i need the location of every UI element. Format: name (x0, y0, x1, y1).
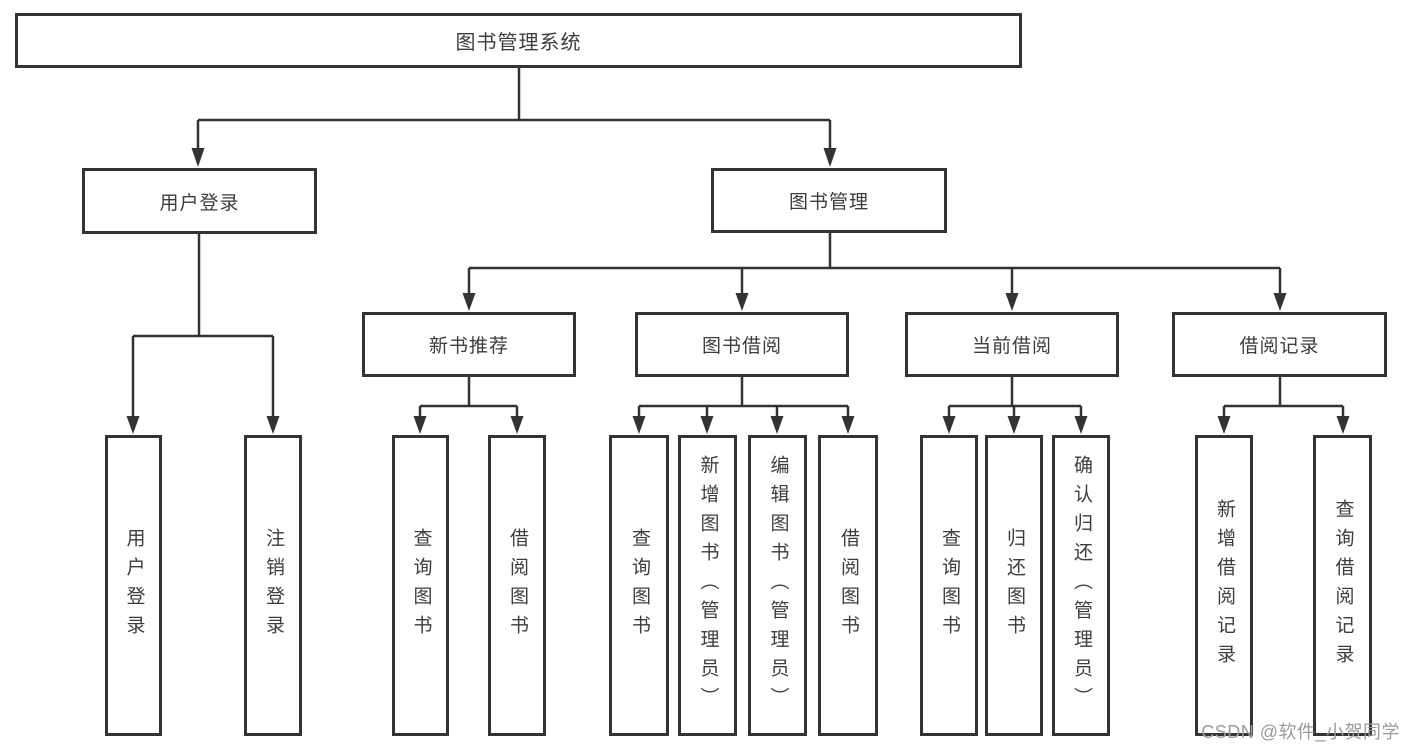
node-borrowing-records: 借阅记录 (1172, 312, 1387, 377)
watermark: CSDN @软件_小贺同学 (1201, 722, 1400, 742)
connector-borrowing-records (1222, 377, 1345, 419)
node-library-management-system: 图书管理系统 (15, 13, 1022, 68)
node-book-management: 图书管理 (711, 168, 947, 233)
leaf-borrow-books-recommend: 借阅图书 (488, 435, 546, 736)
leaf-add-book-admin: 新增图书（管理员） (678, 435, 737, 736)
connector-new-book-recommendation (418, 377, 519, 419)
connector-user-login (131, 234, 275, 418)
node-user-login: 用户登录 (82, 168, 317, 234)
connector-book-borrowing (637, 377, 850, 419)
leaf-confirm-return-admin: 确认归还（管理员） (1052, 435, 1110, 736)
leaf-add-borrow-record: 新增借阅记录 (1195, 435, 1253, 736)
leaf-query-books-borrowing: 查询图书 (609, 435, 669, 736)
node-new-book-recommendation: 新书推荐 (362, 312, 576, 377)
leaf-logout: 注销登录 (244, 435, 302, 736)
connector-book-management (467, 233, 1282, 296)
leaf-return-books: 归还图书 (985, 435, 1043, 736)
leaf-query-books-recommend: 查询图书 (392, 435, 449, 736)
leaf-user-login: 用户登录 (105, 435, 162, 736)
leaf-edit-book-admin: 编辑图书（管理员） (748, 435, 807, 736)
node-current-borrowing: 当前借阅 (905, 312, 1119, 377)
connector-current-borrowing (947, 377, 1083, 419)
leaf-query-books-current: 查询图书 (920, 435, 978, 736)
node-book-borrowing: 图书借阅 (635, 312, 849, 377)
leaf-query-borrow-record: 查询借阅记录 (1313, 435, 1372, 736)
leaf-borrow-books-borrowing: 借阅图书 (818, 435, 878, 736)
arrowheads (126, 148, 1350, 434)
connector-root (196, 68, 832, 152)
